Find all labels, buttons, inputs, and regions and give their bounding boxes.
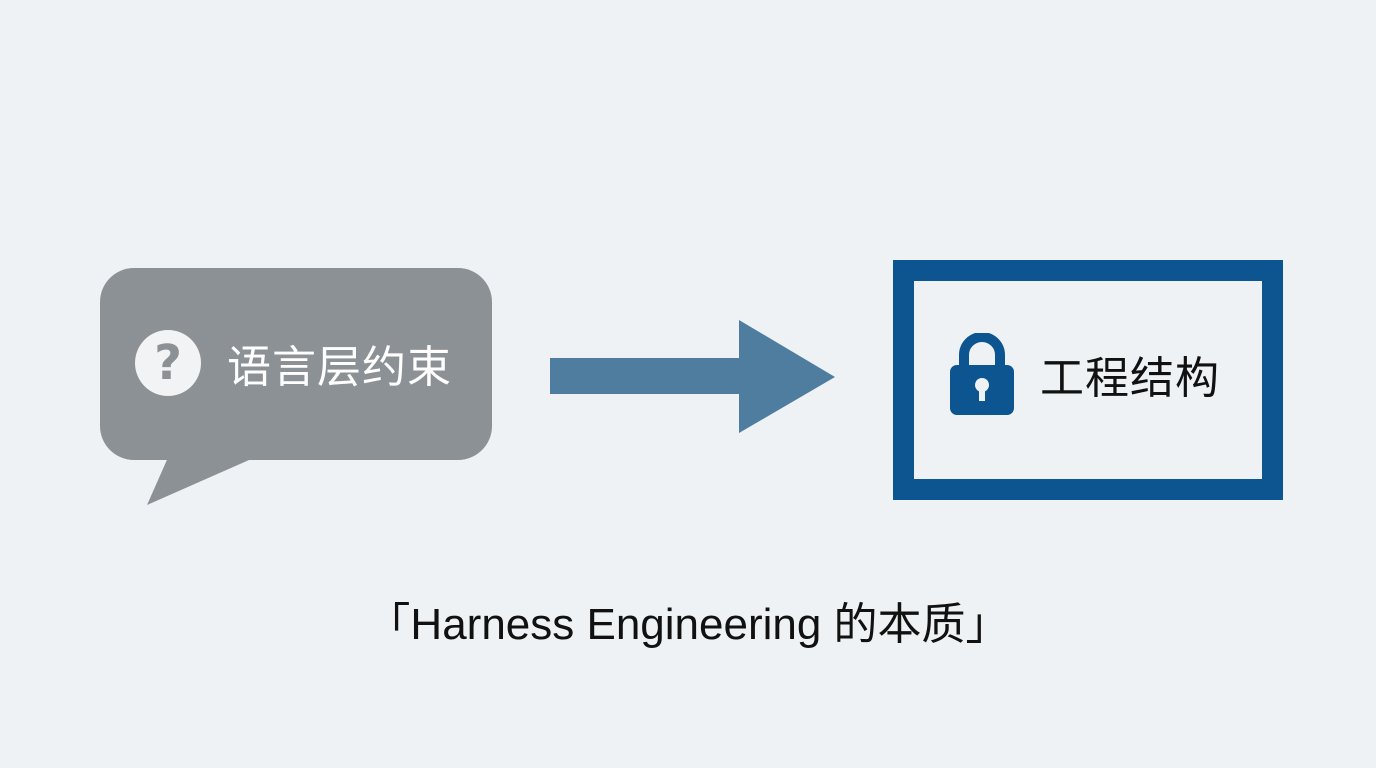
bubble-content: ? 语言层约束 [135, 330, 452, 396]
diagram-caption: 「Harness Engineering 的本质」 [366, 600, 1010, 649]
engineering-structure-label: 工程结构 [1040, 353, 1220, 404]
right-arrow-icon [550, 320, 840, 440]
question-circle-icon: ? [135, 330, 201, 396]
lock-icon [950, 333, 1014, 415]
language-constraint-label: 语言层约束 [227, 342, 452, 393]
bubble-tail [147, 453, 265, 505]
engineering-structure-box: 工程结构 [893, 260, 1283, 500]
language-constraint-bubble: ? 语言层约束 [100, 268, 492, 508]
box-content: 工程结构 [950, 333, 1220, 415]
question-mark-glyph: ? [154, 335, 182, 391]
